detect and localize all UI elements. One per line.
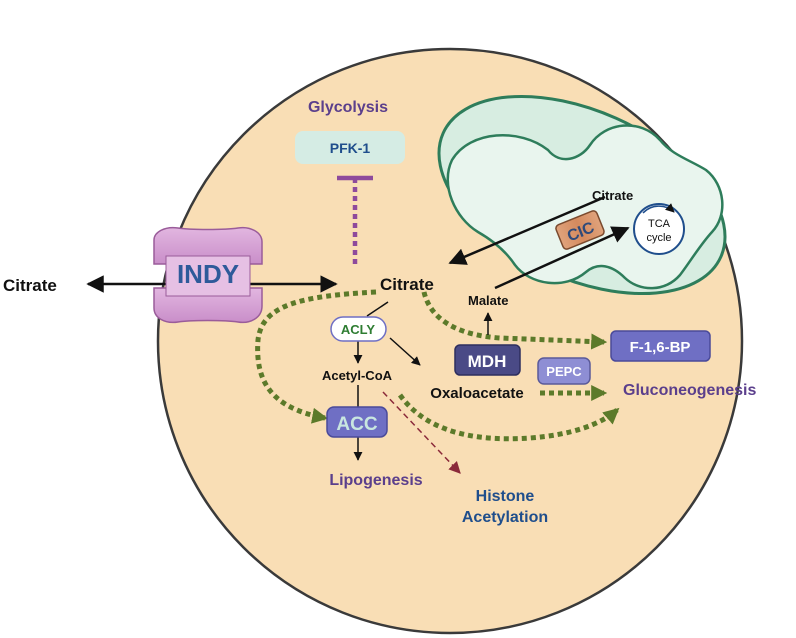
pfk1-label: PFK-1 [330,140,371,156]
acly-to-oxaloacetate-arrow [389,337,421,366]
pfk1-box [295,131,405,164]
malate-import-arrow [494,226,630,290]
citrate-cytosol-label: Citrate [380,275,434,294]
histone-acetylation-arrow [382,391,461,474]
mdh-box [454,344,521,376]
f16bp-label: F-1,6-BP [630,339,691,356]
green-dotted-arrows [255,289,620,442]
oxaloacetate-label: Oxaloacetate [430,385,523,402]
glycolysis-label: Glycolysis [308,99,388,116]
acly-box [330,316,387,342]
acly-label: ACLY [341,322,376,337]
indy-label: INDY [177,259,239,289]
mdh-label: MDH [468,352,507,371]
acc-box [326,406,388,438]
tca-label-line2: cycle [646,232,671,244]
tca-cycle: TCA cycle [633,203,685,255]
mito-citrate-export-arrow [448,195,606,265]
arrow-citrate-to-acc [255,289,377,424]
f16bp-box [610,330,711,362]
lipogenesis-label: Lipogenesis [329,472,422,489]
acetyl-coa-label: Acetyl-CoA [322,368,393,383]
malate-label: Malate [468,293,508,308]
pfk1-inhibition [337,175,373,264]
histone-label-line1: Histone [476,488,535,505]
arrow-citrate-to-f16bp [421,291,608,350]
tca-label-line1: TCA [648,218,671,230]
cic-transporter: CIC [555,210,605,250]
pepc-box [537,357,591,385]
arrow-acetylcoa-to-gluconeogenesis [397,393,620,442]
histone-label-line2: Acetylation [462,509,548,526]
indy-transporter: INDY [153,226,263,324]
acc-label: ACC [336,414,377,435]
gluconeogenesis-label: Gluconeogenesis [623,382,756,399]
citrate-extracellular-label: Citrate [3,276,57,295]
citrate-mitochondria-label: Citrate [592,188,633,203]
thin-arrows [353,301,493,461]
pepc-label: PEPC [546,364,582,379]
